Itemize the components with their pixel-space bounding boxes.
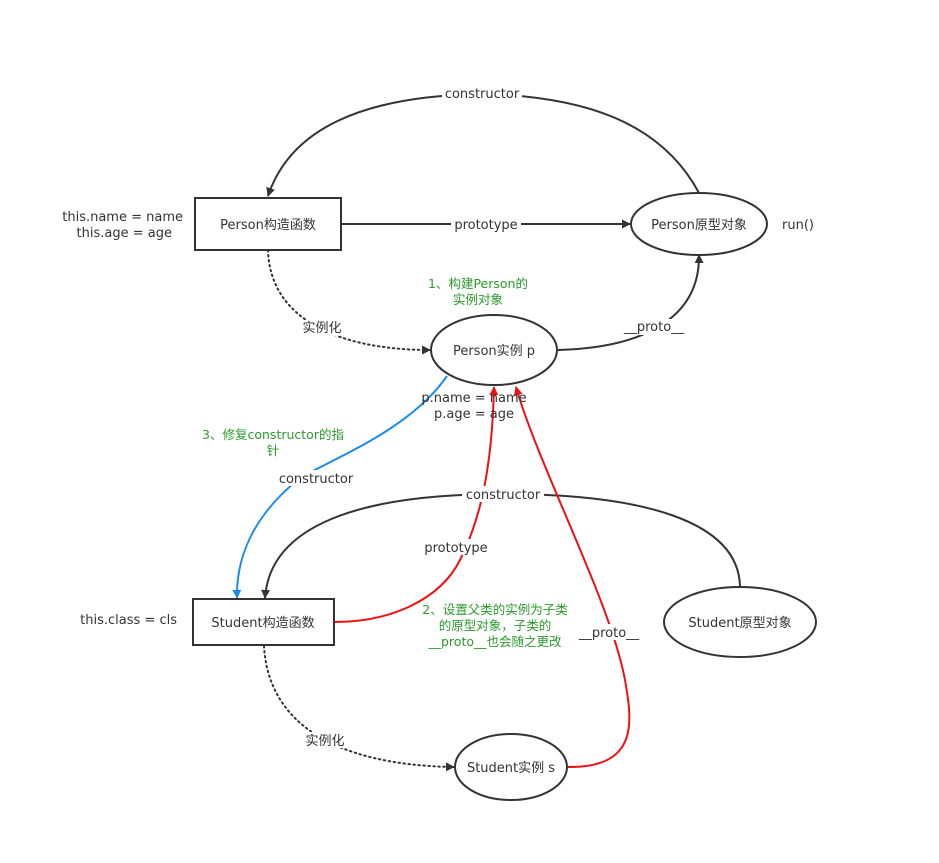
edge-blue-constructor [232,375,448,599]
student-prototype-label: Student原型对象 [688,616,791,631]
edge-label-prototype-top: prototype [454,218,517,233]
note-1-line-2: 实例对象 [453,292,503,307]
person-prototype-ellipse [630,192,768,256]
p-name-text: p.name = name [421,391,526,406]
run-text: run() [782,218,814,233]
p-age-text: p.age = age [434,407,514,422]
student-instance-label: Student实例 s [467,761,555,776]
edge-student-constructor [261,492,741,599]
edge-label-prototype-red: prototype [424,541,487,556]
edge-label-instantiate-bottom: 实例化 [305,734,344,749]
edge-student-instantiate [263,645,455,772]
edge-label-instantiate-top: 实例化 [302,321,341,336]
person-prototype-label: Person原型对象 [651,218,747,233]
note-3-line-1: 3、修复constructor的指 [202,427,344,442]
student-constructor-box [192,598,335,646]
note-2-line-3: __proto__也会随之更改 [428,634,562,649]
edge-person-proto [557,254,704,351]
person-constructor-box [194,197,342,251]
student-prototype-ellipse [663,586,817,658]
note-3-line-2: 针 [267,443,280,458]
edge-person-constructor [266,92,700,197]
edge-label-proto-top: __proto__ [623,320,685,335]
this-age-text: this.age = age [77,226,172,241]
note-2-line-1: 2、设置父类的实例为子类 [422,602,568,617]
edge-red-proto [513,386,631,769]
edge-label-constructor-blue: constructor [279,472,354,487]
edge-red-prototype [334,386,499,623]
edge-label-proto-red: __proto__ [578,626,640,641]
this-class-text: this.class = cls [80,613,177,628]
note-1-line-1: 1、构建Person的 [428,276,528,291]
note-2-line-2: 的原型对象，子类的 [439,618,552,633]
student-constructor-label: Student构造函数 [211,616,314,631]
student-instance-ellipse [454,733,568,801]
this-name-text: this.name = name [62,210,183,225]
edge-person-instantiate [267,249,431,355]
person-instance-ellipse [430,314,558,386]
edge-label-constructor-mid: constructor [466,488,541,503]
person-instance-label: Person实例 p [453,344,535,359]
person-constructor-label: Person构造函数 [220,218,316,233]
edge-label-constructor-top: constructor [445,87,520,102]
